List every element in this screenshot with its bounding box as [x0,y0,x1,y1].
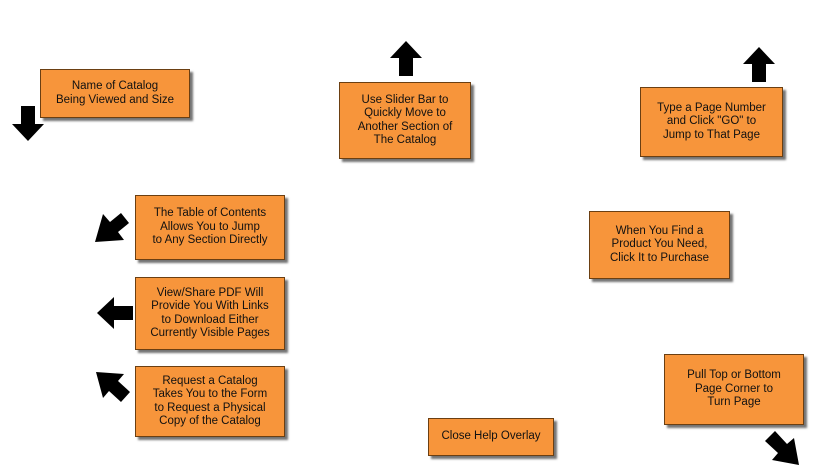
arrow-down-icon [12,106,44,141]
arrow-up-icon [743,47,775,82]
callout-page-number: Type a Page Number and Click "GO" to Jum… [640,87,783,157]
arrow-down-left-icon [95,213,129,242]
arrow-up-icon [390,41,422,76]
callout-turn-page: Pull Top or Bottom Page Corner to Turn P… [664,354,804,425]
callout-product: When You Find a Product You Need, Click … [589,211,730,279]
close-help-overlay-button[interactable]: Close Help Overlay [428,418,554,456]
callout-table-of-contents: The Table of Contents Allows You to Jump… [135,195,285,260]
arrow-left-icon [97,297,133,329]
callout-request-catalog: Request a Catalog Takes You to the Form … [135,366,285,437]
callout-catalog-name: Name of Catalog Being Viewed and Size [40,69,190,118]
arrow-up-left-icon [96,372,130,402]
callout-view-share-pdf: View/Share PDF Will Provide You With Lin… [135,277,285,350]
callout-slider: Use Slider Bar to Quickly Move to Anothe… [339,82,471,159]
arrow-down-right-icon [765,431,799,465]
